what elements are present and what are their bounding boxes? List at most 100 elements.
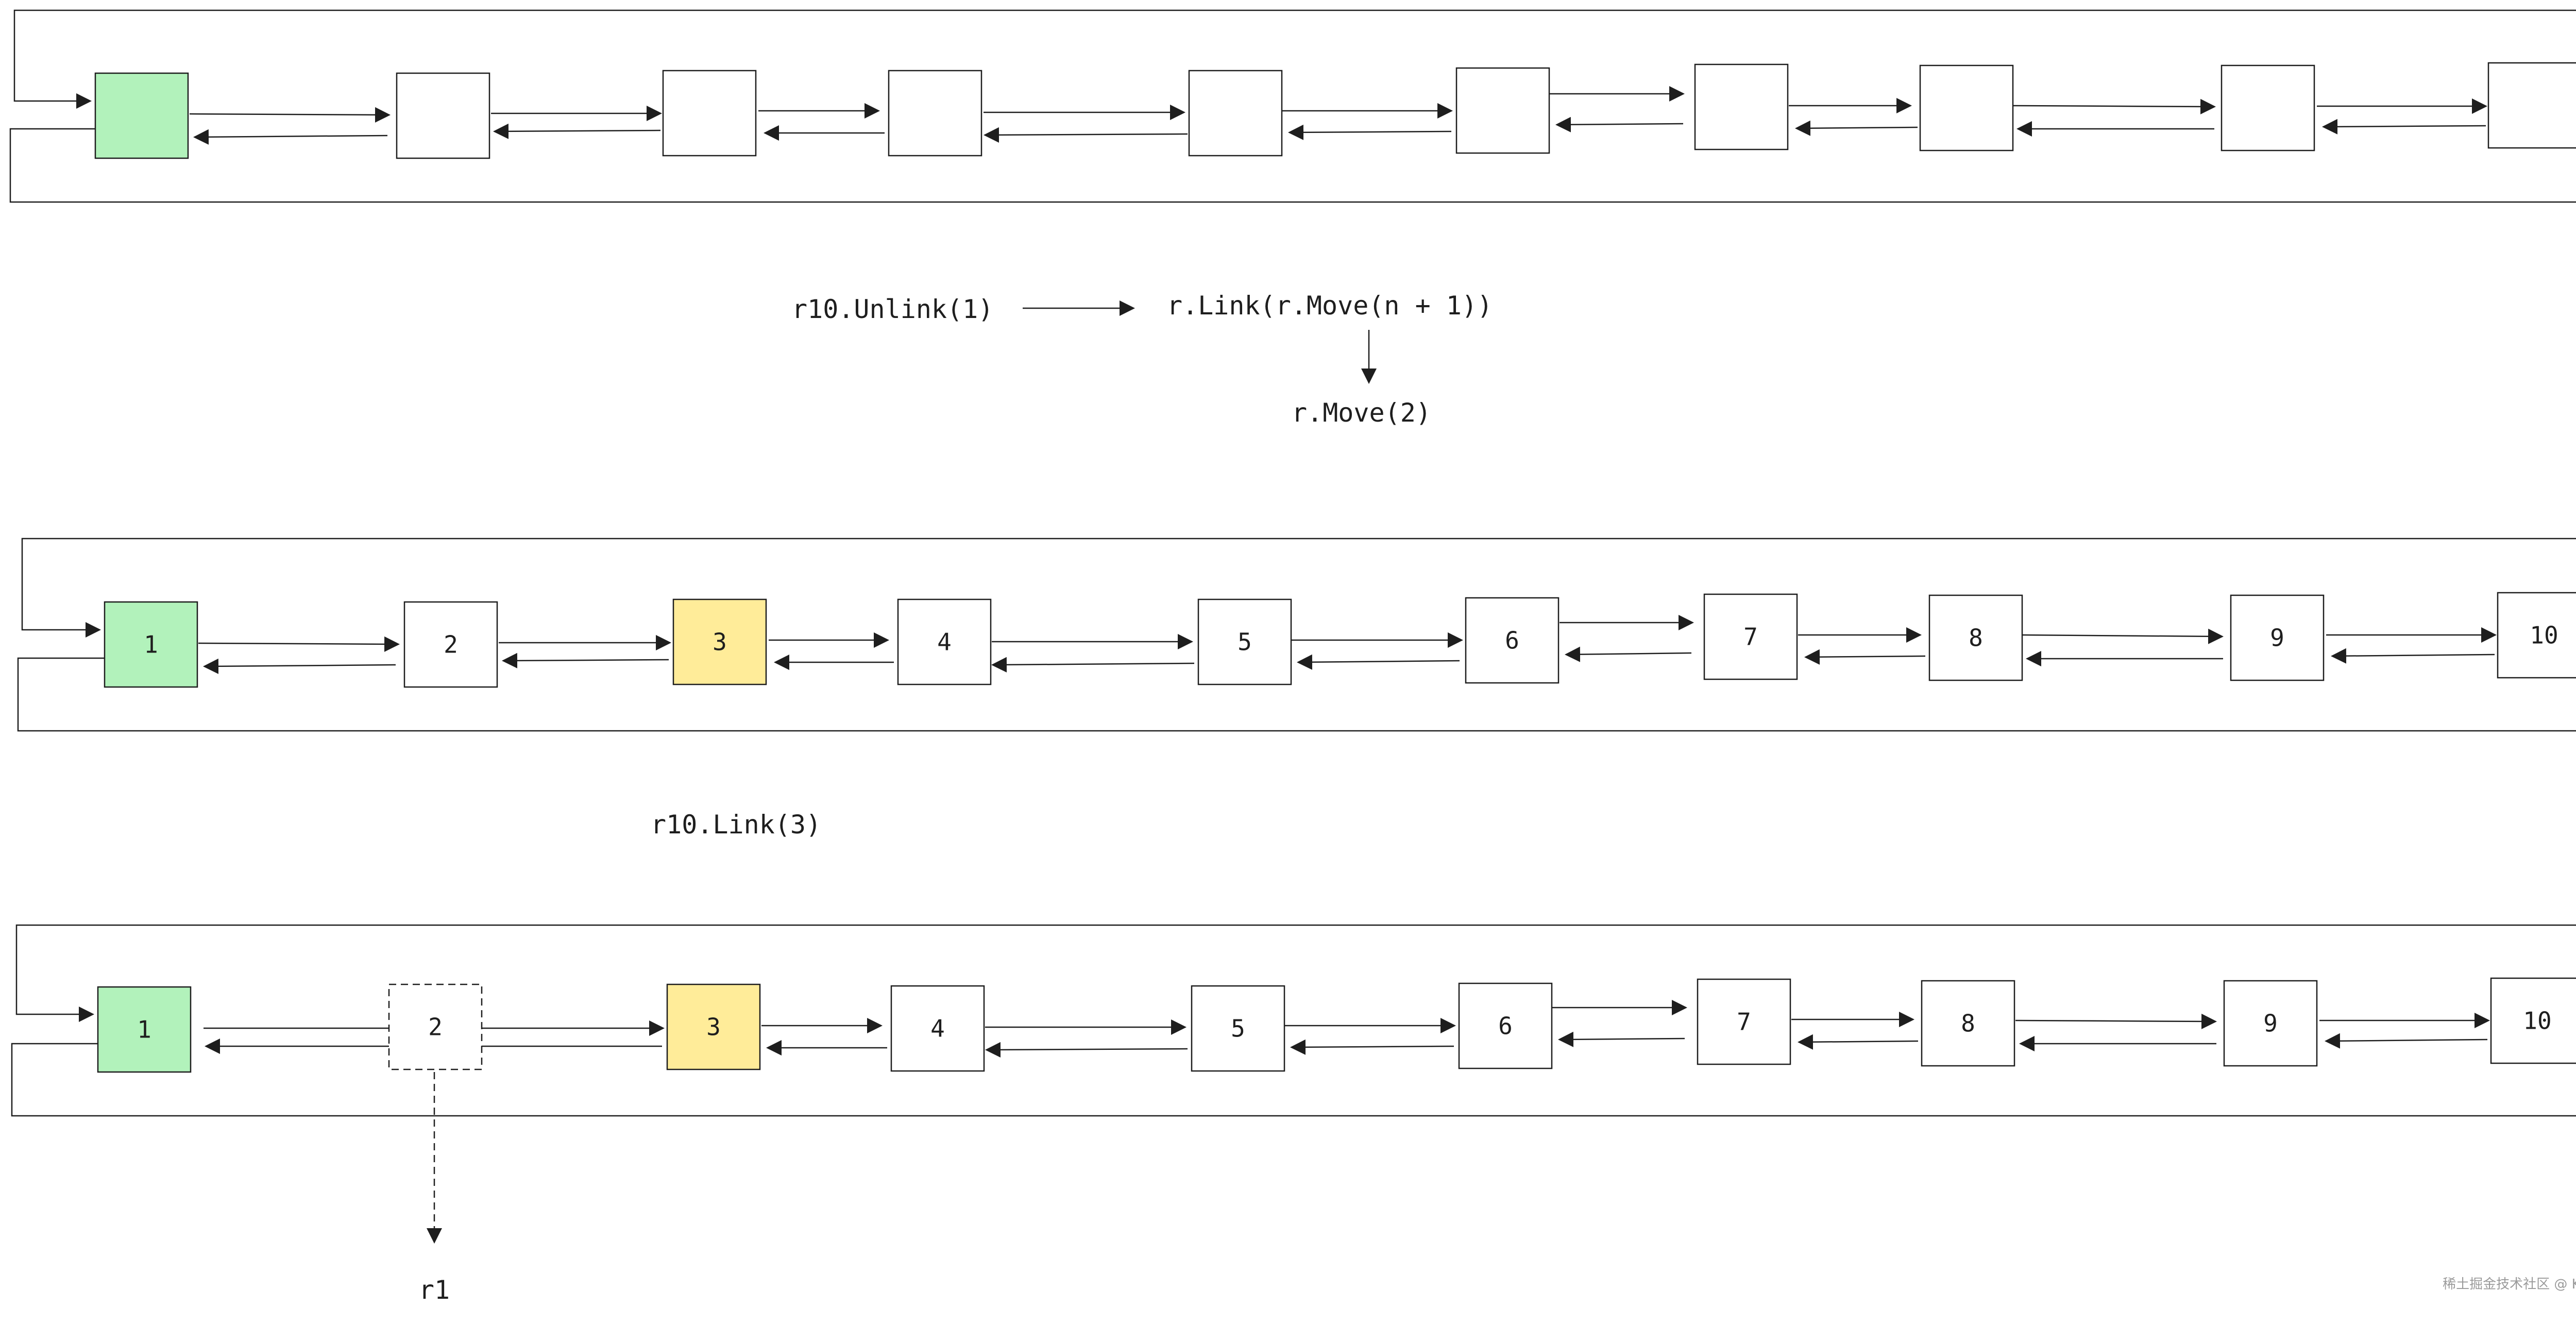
- ring-after-node-label: 9: [2263, 1010, 2278, 1037]
- ring-middle-node-box: [104, 601, 198, 688]
- ring-after-node-label: 10: [2523, 1007, 2551, 1035]
- ring-middle-node-2: 2: [403, 601, 498, 688]
- ring-before-node-2: [396, 72, 490, 159]
- ring-middle-node-box: [1703, 593, 1798, 680]
- ring-middle-node-9: 9: [2230, 594, 2325, 681]
- ring-middle-node-box: [672, 598, 767, 685]
- ring-middle-node-3: 3: [672, 598, 767, 685]
- wrap-link-forward: [15, 924, 2576, 1022]
- ring-middle-node-1: 1: [104, 601, 198, 688]
- ring-before-node-6: [1455, 67, 1550, 154]
- watermark: 稀土掘金技术社区 @ KEEP_HUMBLE: [2443, 1277, 2576, 1292]
- ring-after-node-label: 2: [428, 1013, 443, 1041]
- ring-after-nodes: 1 2 3 4 5 6 7 8 9 10: [97, 977, 2576, 1073]
- ring-middle-node-label: 7: [1743, 623, 1758, 651]
- ring-before-node-10: [2487, 62, 2576, 149]
- ring-middle-node-label: 1: [144, 631, 158, 659]
- ring-after-node-2: 2: [388, 983, 483, 1070]
- ring-before-node-5: [1188, 70, 1283, 157]
- ring-before-node-box: [2221, 64, 2315, 152]
- ring-middle-node-box: [2497, 592, 2576, 679]
- ring-after-node-6: 6: [1458, 982, 1553, 1069]
- ring-before-node-box: [2487, 62, 2576, 149]
- ring-middle-node-4: 4: [897, 598, 992, 685]
- ring-before-links: [189, 86, 2487, 145]
- ring-middle-node-box: [1465, 597, 1560, 684]
- ring-middle-node-box: [897, 598, 992, 685]
- ring-after-node-label: 4: [930, 1015, 945, 1043]
- ring-middle-nodes: 1 2 3 4 5 6 7 8 9 10: [104, 592, 2576, 688]
- ring-middle-node-label: 6: [1505, 627, 1519, 655]
- ring-middle: 1 2 3 4 5 6 7 8 9 10: [17, 538, 2576, 732]
- move-call-label: r.Move(2): [1292, 398, 1431, 428]
- ring-before-node-box: [1188, 70, 1283, 157]
- ring-before-node-box: [1694, 63, 1789, 150]
- wrap-link-backward: [11, 1043, 2576, 1117]
- ring-after-node-box: [1458, 982, 1553, 1069]
- ring-after-node-8: 8: [1921, 980, 2015, 1067]
- ring-middle-node-10: 10: [2497, 592, 2576, 679]
- wrap-link-backward: [17, 657, 2576, 732]
- operation-annotations: r10.Unlink(1) r.Link(r.Move(n + 1)) r.Mo…: [792, 291, 1493, 428]
- wrap-link-forward: [21, 538, 2576, 638]
- ring-middle-node-8: 8: [1928, 594, 2023, 681]
- ring-after: 1 2 3 4 5 6 7 8 9 10 r1: [11, 924, 2576, 1305]
- ring-after-node-box: [1697, 978, 1791, 1065]
- ring-middle-node-5: 5: [1197, 598, 1292, 685]
- ring-before-node-4: [888, 70, 982, 157]
- ring-middle-node-label: 3: [713, 628, 727, 656]
- ring-before-node-7: [1694, 63, 1789, 150]
- ring-before-node-8: [1919, 64, 2014, 152]
- ring-before-node-3: [662, 70, 757, 157]
- ring-after-node-box: [890, 985, 985, 1072]
- ring-after-node-box: [2490, 977, 2576, 1064]
- ring-middle-node-label: 8: [1969, 624, 1983, 652]
- ring-after-node-3: 3: [666, 983, 761, 1070]
- ring-before-nodes: [94, 62, 2576, 159]
- wrap-link-backward: [9, 128, 2576, 203]
- ring-middle-links: [198, 615, 2497, 674]
- ring-middle-node-box: [2230, 594, 2325, 681]
- ring-after-node-box: [666, 983, 761, 1070]
- ring-before-node-box: [396, 72, 490, 159]
- ring-after-node-label: 6: [1498, 1012, 1513, 1040]
- ring-middle-node-label: 5: [1238, 628, 1252, 656]
- ring-before-node-box: [94, 72, 189, 159]
- ring-after-node-10: 10: [2490, 977, 2576, 1064]
- wrap-link-forward: [13, 9, 2576, 109]
- ring-middle-node-7: 7: [1703, 593, 1798, 680]
- ring-before-node-box: [1919, 64, 2014, 152]
- ring-after-node-label: 8: [1961, 1010, 1975, 1037]
- ring-before-node-box: [662, 70, 757, 157]
- ring-after-node-box: [388, 983, 483, 1070]
- ring-middle-node-label: 2: [444, 631, 458, 659]
- ring-before-node-box: [888, 70, 982, 157]
- ring-before-node-9: [2221, 64, 2315, 152]
- ring-after-node-1: 1: [97, 986, 192, 1073]
- ring-middle-node-6: 6: [1465, 597, 1560, 684]
- ring-after-node-box: [2223, 980, 2318, 1067]
- ring-after-node-7: 7: [1697, 978, 1791, 1065]
- ring-after-node-label: 3: [706, 1013, 721, 1041]
- ring-after-node-box: [97, 986, 192, 1073]
- ring-before-node-box: [1455, 67, 1550, 154]
- ring-middle-node-label: 9: [2270, 624, 2284, 652]
- unlink-call-label: r10.Unlink(1): [792, 294, 993, 324]
- ring-after-node-4: 4: [890, 985, 985, 1072]
- ring-before: [9, 9, 2576, 203]
- ring-middle-node-box: [1928, 594, 2023, 681]
- ring-after-links: [204, 1000, 2490, 1058]
- ring-after-node-label: 1: [137, 1016, 151, 1044]
- ring-middle-node-box: [403, 601, 498, 688]
- removed-ring-label: r1: [419, 1275, 450, 1305]
- ring-after-node-9: 9: [2223, 980, 2318, 1067]
- ring-middle-node-label: 4: [937, 628, 952, 656]
- link3-call-label: r10.Link(3): [651, 810, 821, 840]
- ring-middle-node-box: [1197, 598, 1292, 685]
- ring-middle-node-label: 10: [2530, 622, 2558, 649]
- ring-after-node-5: 5: [1191, 985, 1285, 1072]
- ring-after-node-label: 5: [1231, 1015, 1245, 1043]
- ring-after-node-box: [1921, 980, 2015, 1067]
- link-call-label: r.Link(r.Move(n + 1)): [1167, 291, 1493, 321]
